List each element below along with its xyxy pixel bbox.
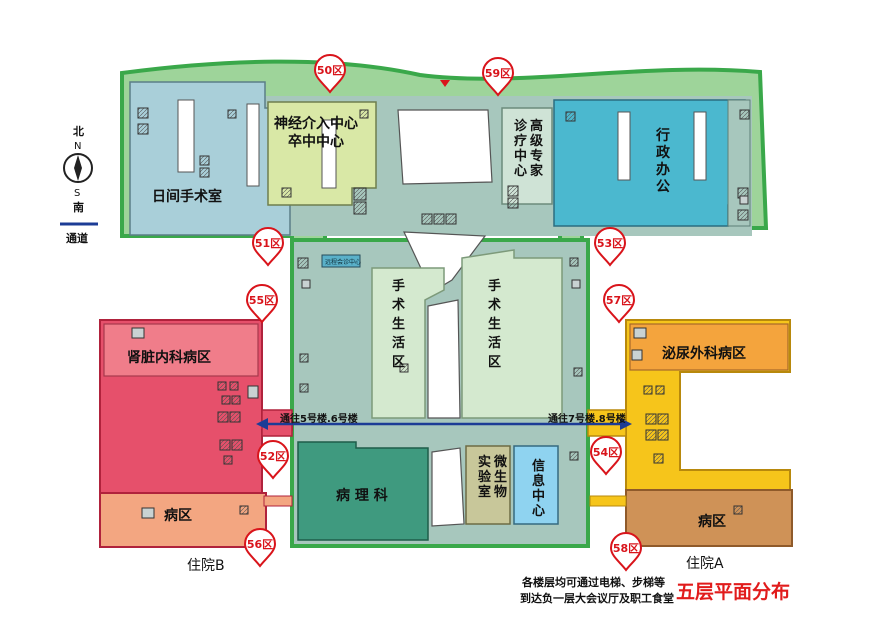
corridor-right-label: 通往7号楼.8号楼 — [548, 412, 626, 425]
zone-pin-shape — [609, 532, 643, 572]
neuro-center-label-2: 卒中中心 — [288, 133, 344, 150]
ward-left-label: 病区 — [164, 507, 192, 524]
zone-pin-shape — [251, 227, 285, 267]
nephrology-label: 肾脏内科病区 — [127, 349, 211, 366]
zone-pin-label: 55区 — [249, 294, 275, 307]
elevator-icons — [137, 107, 750, 515]
zone-pin-label: 51区 — [255, 237, 281, 250]
zone-pin-label: 54区 — [593, 446, 619, 459]
zone-pin-label: 58区 — [613, 542, 639, 555]
stair-icons — [131, 195, 749, 519]
info-center-label: 信息中心 — [532, 458, 545, 519]
zone-pin-label: 56区 — [247, 538, 273, 551]
micro-lab-label: 微生物实验室 — [478, 454, 508, 500]
pathology-room — [297, 441, 429, 541]
ward-right-label: 病区 — [698, 513, 726, 530]
nephrology-ward — [103, 323, 259, 377]
zone-pin-shape — [256, 440, 290, 480]
zone-pin: 50区 — [313, 54, 347, 94]
void-surgery-mid — [427, 299, 461, 419]
zone-pin-shape — [245, 284, 279, 324]
urology-label: 泌尿外科病区 — [662, 345, 746, 362]
page-title: 五层平面分布 — [676, 580, 790, 603]
void-day-surgery — [177, 99, 195, 173]
zone-pin: 56区 — [243, 528, 277, 568]
zone-pin-shape — [593, 227, 627, 267]
north-marker-triangle — [440, 80, 450, 87]
void-south — [431, 447, 465, 527]
zone-pin: 57区 — [602, 284, 636, 324]
zone-pin-label: 57区 — [606, 294, 632, 307]
void-admin-2 — [693, 111, 707, 181]
legend-passage-label: 通道 — [66, 231, 88, 245]
zone-pin: 54区 — [589, 436, 623, 476]
zone-pin-label: 52区 — [260, 450, 286, 463]
atrium-void-north — [397, 109, 493, 185]
micro-lab-room — [465, 445, 511, 525]
zone-pin-shape — [243, 528, 277, 568]
telemed-sign-box — [321, 254, 361, 268]
void-admin-1 — [617, 111, 631, 181]
zone-pin-label: 50区 — [317, 64, 343, 77]
left-ward-area — [99, 492, 267, 548]
left-bridge-lower — [263, 495, 293, 507]
compass-south-cn: 南 — [73, 200, 84, 214]
compass-n: N — [74, 141, 81, 152]
zone-pin-shape — [481, 57, 515, 97]
inpatient-b-label: 住院B — [187, 558, 225, 574]
zone-pin: 51区 — [251, 227, 285, 267]
void-neuro — [321, 119, 337, 189]
zone-pin-shape — [589, 436, 623, 476]
zone-pin-shape — [602, 284, 636, 324]
zone-pin-label: 53区 — [597, 237, 623, 250]
surgery-life-right-label: 手术生活区 — [487, 278, 501, 370]
corridor-arrow-head-right — [620, 418, 632, 430]
urology-ward — [629, 323, 789, 371]
zone-pin-label: 59区 — [485, 67, 511, 80]
right-bridge-lower — [589, 495, 627, 507]
corridor-left-label: 通往5号楼.6号楼 — [280, 412, 358, 425]
zone-pin: 58区 — [609, 532, 643, 572]
telemed-sign-label: 远程会诊中心 — [325, 258, 361, 266]
neuro-center-label-1: 神经介入中心 — [274, 115, 358, 132]
info-center-room — [513, 445, 559, 525]
zone-pin: 59区 — [481, 57, 515, 97]
admin-label: 行政办公 — [655, 127, 671, 195]
corridor-arrow-head-left — [256, 418, 268, 430]
void-nw — [246, 103, 260, 187]
admin-office-room — [553, 99, 746, 227]
compass-north-cn: 北 — [73, 124, 84, 138]
zone-pins: 50区 59区 51区 53区 55区 57区 52区 54区 56区 58区 — [243, 54, 643, 572]
compass-needle — [74, 155, 82, 181]
day-surgery-label: 日间手术室 — [152, 188, 222, 205]
surgery-life-area-right — [461, 249, 563, 419]
inpatient-a-label: 住院A — [686, 556, 724, 572]
note-line-1: 各楼层均可通过电梯、步梯等 — [521, 575, 665, 589]
note-line-2: 到达负一层大会议厅及职工食堂 — [520, 591, 674, 605]
right-ward-area — [625, 489, 793, 547]
surgery-life-area-left — [371, 267, 445, 419]
compass: 北 N S 南 通道 — [60, 124, 98, 245]
senior-clinic-label: 高级专家诊疗中心 — [514, 118, 544, 179]
zone-pin: 53区 — [593, 227, 627, 267]
compass-s: S — [74, 188, 80, 199]
zone-pin: 52区 — [256, 440, 290, 480]
pathology-label: 病 理 科 — [336, 487, 388, 504]
surgery-life-left-label: 手术生活区 — [391, 278, 405, 370]
zone-pin: 55区 — [245, 284, 279, 324]
zone-pin-shape — [313, 54, 347, 94]
